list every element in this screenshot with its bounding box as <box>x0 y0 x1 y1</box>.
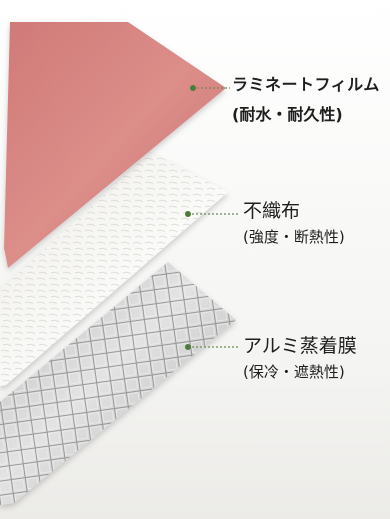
nonwoven-note: (強度・断熱性) <box>243 227 345 246</box>
marker-dot-film <box>190 85 196 91</box>
nonwoven-label: 不織布 (強度・断熱性) <box>243 200 345 247</box>
aluminum-film-layer <box>0 262 236 505</box>
marker-dot-aluminum <box>185 344 191 350</box>
aluminum-film-name: アルミ蒸着膜 <box>243 335 357 357</box>
laminate-film-name: ラミネートフィルム <box>232 75 380 94</box>
nonwoven-layer <box>0 152 228 386</box>
nonwoven-name: 不織布 <box>243 200 301 222</box>
marker-dot-nonwoven <box>185 211 191 217</box>
laminate-film-label: ラミネートフィルム (耐水・耐久性) <box>232 75 380 125</box>
aluminum-film-note: (保冷・遮熱性) <box>243 362 345 381</box>
laminate-film-note: (耐水・耐久性) <box>232 105 343 124</box>
aluminum-film-label: アルミ蒸着膜 (保冷・遮熱性) <box>243 335 357 382</box>
laminate-film-layer <box>4 22 226 268</box>
leader-lines <box>185 85 238 350</box>
